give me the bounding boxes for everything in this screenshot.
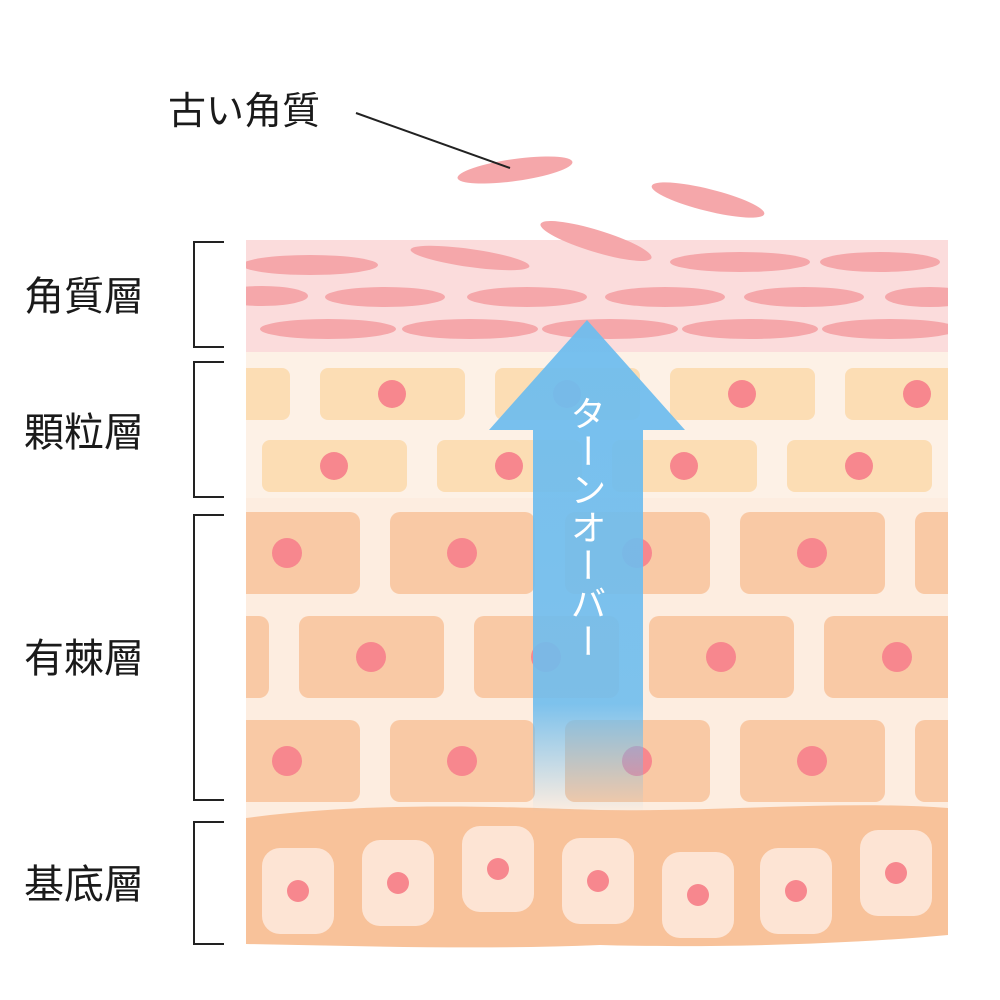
old-keratin-flakes bbox=[457, 156, 765, 261]
layer-brackets bbox=[193, 241, 224, 945]
layer-label-stratum-corneum: 角質層 bbox=[24, 274, 144, 320]
bracket-stratum-spinosum bbox=[193, 514, 224, 801]
nucleus bbox=[387, 872, 409, 894]
spinosum-cell bbox=[246, 616, 269, 698]
nucleus bbox=[272, 538, 302, 568]
corneum-cell bbox=[246, 286, 308, 306]
corneum-cells bbox=[246, 245, 948, 339]
corneum-cell bbox=[605, 287, 725, 307]
spinosum-cell bbox=[246, 720, 360, 802]
nucleus bbox=[356, 642, 386, 672]
granulosum-cell bbox=[246, 368, 290, 420]
basale-cells bbox=[262, 826, 932, 938]
nucleus bbox=[797, 538, 827, 568]
layer-label-stratum-granulosum: 顆粒層 bbox=[24, 410, 144, 456]
bracket-stratum-basale bbox=[193, 821, 224, 945]
nucleus bbox=[728, 380, 756, 408]
corneum-cell bbox=[744, 287, 864, 307]
corneum-cell bbox=[682, 319, 818, 339]
nucleus bbox=[320, 452, 348, 480]
nucleus bbox=[885, 862, 907, 884]
turnover-arrow bbox=[489, 320, 685, 812]
keratin-flake bbox=[651, 182, 765, 218]
corneum-cell bbox=[822, 319, 948, 339]
keratin-flake bbox=[457, 156, 573, 184]
corneum-cell bbox=[246, 255, 378, 275]
granulosum-cell bbox=[845, 368, 948, 420]
spinosum-cell bbox=[915, 720, 948, 802]
layer-label-stratum-basale: 基底層 bbox=[24, 862, 144, 908]
granulosum-cells bbox=[246, 368, 948, 492]
corneum-cell bbox=[325, 287, 445, 307]
nucleus bbox=[495, 452, 523, 480]
corneum-cell bbox=[402, 319, 538, 339]
bracket-stratum-corneum bbox=[193, 241, 224, 348]
nucleus bbox=[687, 884, 709, 906]
corneum-cell bbox=[885, 287, 948, 307]
nucleus bbox=[447, 538, 477, 568]
nucleus bbox=[670, 452, 698, 480]
nucleus bbox=[706, 642, 736, 672]
keratin-flake bbox=[540, 221, 652, 261]
nucleus bbox=[845, 452, 873, 480]
corneum-cell bbox=[670, 252, 810, 272]
nucleus bbox=[487, 858, 509, 880]
turnover-label: ターンオーバー bbox=[565, 395, 606, 661]
corneum-cell bbox=[410, 245, 530, 271]
nucleus bbox=[903, 380, 931, 408]
corneum-cell bbox=[542, 319, 678, 339]
nucleus bbox=[882, 642, 912, 672]
bracket-stratum-granulosum bbox=[193, 361, 224, 498]
corneum-cell bbox=[260, 319, 396, 339]
nucleus bbox=[797, 746, 827, 776]
nucleus bbox=[378, 380, 406, 408]
nucleus bbox=[587, 870, 609, 892]
old-keratin-label: 古い角質 bbox=[168, 89, 320, 133]
corneum-cell bbox=[467, 287, 587, 307]
corneum-cell bbox=[820, 252, 940, 272]
old-keratin-leader-line bbox=[355, 112, 511, 169]
nucleus bbox=[287, 880, 309, 902]
layer-label-stratum-spinosum: 有棘層 bbox=[24, 636, 144, 682]
nucleus bbox=[785, 880, 807, 902]
spinosum-cell bbox=[246, 512, 360, 594]
skin-cross-section bbox=[246, 240, 948, 948]
spinosum-cell bbox=[915, 512, 948, 594]
nucleus bbox=[272, 746, 302, 776]
nucleus bbox=[447, 746, 477, 776]
